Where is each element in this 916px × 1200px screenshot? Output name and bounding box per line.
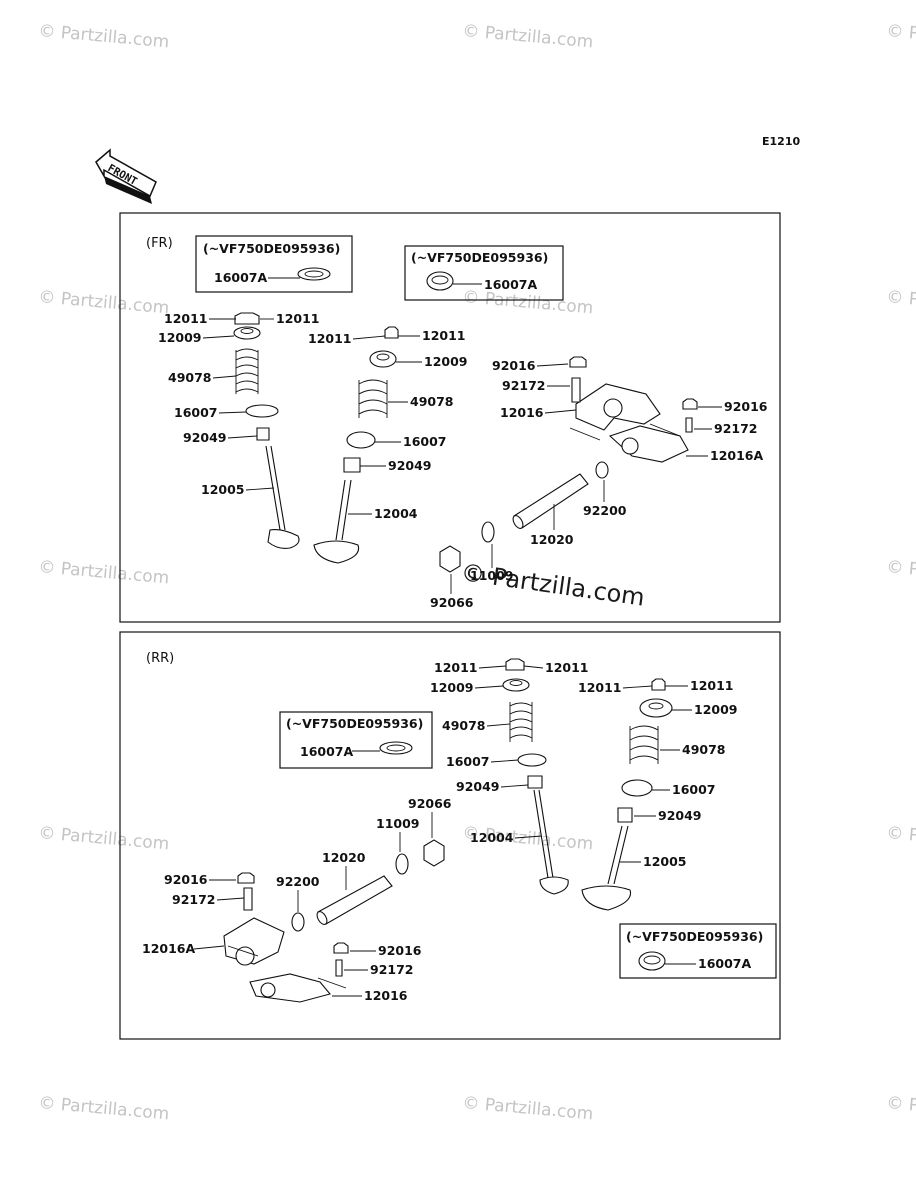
note-condition: (~VF750DE095936) — [286, 716, 423, 731]
diagram-code: E1210 — [762, 135, 800, 148]
part-label: 12009 — [430, 680, 474, 695]
rr-rocker-arms — [223, 839, 445, 1003]
part-label: 92049 — [658, 808, 702, 823]
fr-note-right: (~VF750DE095936) 16007A — [404, 245, 564, 301]
part-label: 12011 — [434, 660, 478, 675]
fr-labels: 12011 12011 12009 49078 16007 92049 1200… — [158, 311, 768, 610]
watermark: © Partzilla.com — [38, 21, 170, 52]
watermark: © Partzilla.com — [886, 21, 916, 52]
section-rr-frame — [119, 631, 781, 1040]
rr-note-right: (~VF750DE095936) 16007A — [619, 923, 777, 979]
part-label: 92049 — [183, 430, 227, 445]
watermark: © Partzilla.com — [38, 287, 170, 318]
part-label: 12011 — [578, 680, 622, 695]
watermark-center: © Partzilla.com — [459, 558, 646, 612]
note-condition: (~VF750DE095936) — [203, 241, 340, 256]
part-label: 92172 — [502, 378, 546, 393]
part-label: 16007 — [672, 782, 716, 797]
part-label: 49078 — [682, 742, 726, 757]
part-label: 12009 — [424, 354, 468, 369]
part-label: 12016 — [364, 988, 408, 1003]
watermark: © Partzilla.com — [462, 1093, 594, 1124]
part-label: 12004 — [470, 830, 514, 845]
part-label: 12005 — [201, 482, 245, 497]
watermark: © Partzilla.com — [886, 287, 916, 318]
part-label: 92200 — [276, 874, 320, 889]
part-label: 12020 — [322, 850, 366, 865]
note-condition: (~VF750DE095936) — [626, 929, 763, 944]
watermark: © Partzilla.com — [886, 823, 916, 854]
part-label: 11009 — [470, 568, 514, 583]
rr-valve-center — [502, 658, 569, 895]
part-label: 12005 — [643, 854, 687, 869]
part-label: 12011 — [422, 328, 466, 343]
part-label: 12020 — [530, 532, 574, 547]
rr-labels: 12011 12011 12009 49078 16007 92049 1200… — [142, 660, 738, 1003]
watermark: © Partzilla.com — [38, 823, 170, 854]
section-fr-frame — [119, 212, 781, 623]
part-label: 92016 — [378, 943, 422, 958]
part-label: 92172 — [370, 962, 414, 977]
fr-valve-left — [233, 312, 300, 549]
part-label: 12004 — [374, 506, 418, 521]
watermark: © Partzilla.com — [886, 557, 916, 588]
note-part: 16007A — [214, 270, 267, 285]
note-part: 16007A — [484, 277, 537, 292]
watermark: © Partzilla.com — [886, 1093, 916, 1124]
part-label: 92200 — [583, 503, 627, 518]
part-label: 12016A — [142, 941, 195, 956]
part-label: 92016 — [164, 872, 208, 887]
part-label: 12009 — [158, 330, 202, 345]
note-part: 16007A — [300, 744, 353, 759]
part-label: 92049 — [388, 458, 432, 473]
part-label: 12016A — [710, 448, 763, 463]
part-label: 49078 — [442, 718, 486, 733]
rr-note-left: (~VF750DE095936) 16007A — [279, 711, 433, 769]
part-label: 16007 — [446, 754, 490, 769]
front-arrow-icon: FRONT — [95, 148, 157, 204]
part-label: 92049 — [456, 779, 500, 794]
part-label: 12011 — [690, 678, 734, 693]
part-label: 49078 — [410, 394, 454, 409]
part-label: 92016 — [724, 399, 768, 414]
part-label: 92172 — [714, 421, 758, 436]
note-part: 16007A — [698, 956, 751, 971]
part-label: 16007 — [403, 434, 447, 449]
section-fr-label: (FR) — [146, 236, 173, 251]
part-label: 12011 — [164, 311, 208, 326]
part-label: 49078 — [168, 370, 212, 385]
part-label: 92172 — [172, 892, 216, 907]
section-rr-label: (RR) — [146, 651, 174, 666]
rr-valve-right — [581, 678, 673, 911]
watermark: © Partzilla.com — [462, 21, 594, 52]
fr-note-left: (~VF750DE095936) 16007A — [195, 235, 353, 293]
fr-valve-center — [313, 326, 399, 564]
part-label: 92016 — [492, 358, 536, 373]
fr-rocker-arms — [439, 356, 698, 573]
part-label: 12016 — [500, 405, 544, 420]
part-label: 12011 — [308, 331, 352, 346]
part-label: 12011 — [276, 311, 320, 326]
part-label: 92066 — [430, 595, 474, 610]
part-label: 92066 — [408, 796, 452, 811]
part-label: 12011 — [545, 660, 589, 675]
part-label: 11009 — [376, 816, 420, 831]
part-label: 16007 — [174, 405, 218, 420]
note-condition: (~VF750DE095936) — [411, 250, 548, 265]
watermark: © Partzilla.com — [38, 557, 170, 588]
part-label: 12009 — [694, 702, 738, 717]
watermark: © Partzilla.com — [38, 1093, 170, 1124]
